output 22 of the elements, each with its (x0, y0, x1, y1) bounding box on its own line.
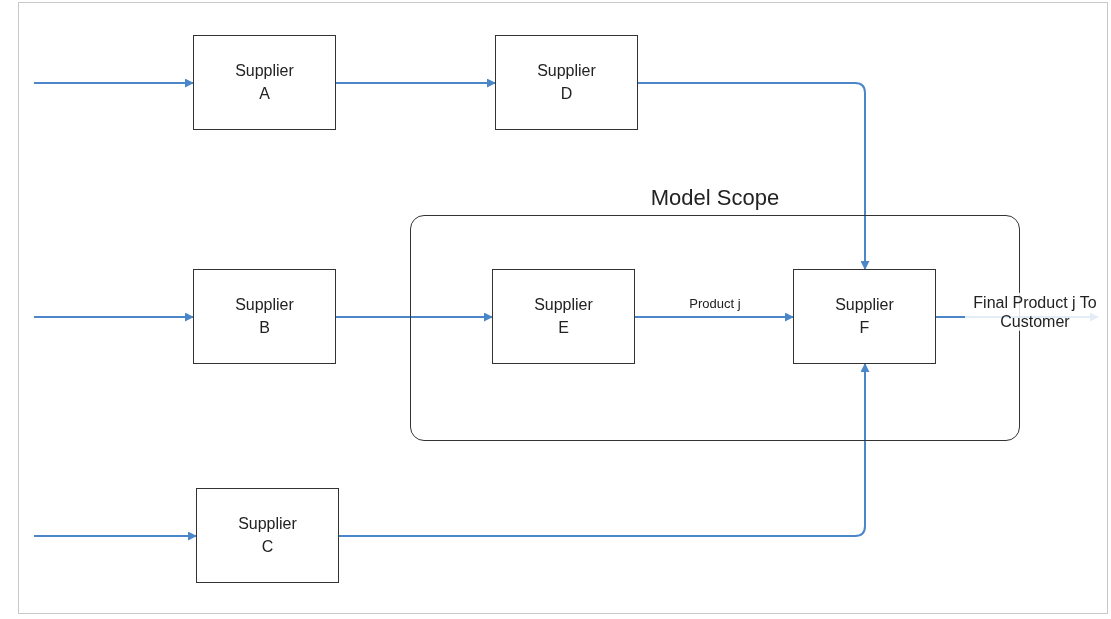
supplier-box (193, 35, 336, 130)
box-label: Supplier F (834, 295, 895, 338)
arrow (33, 531, 197, 541)
edge-label: Product j (688, 296, 742, 312)
supplier-box (793, 269, 936, 364)
supplier-box (492, 269, 635, 364)
arrow (33, 78, 194, 88)
arrow (335, 312, 493, 322)
box-label: Supplier A (234, 61, 295, 104)
arrow (637, 82, 870, 270)
group-heading: Model Scope (650, 185, 780, 211)
supplier-box (193, 269, 336, 364)
box-label: Supplier B (234, 295, 295, 338)
supplier-box (196, 488, 339, 583)
supplier-box (495, 35, 638, 130)
arrow (33, 312, 194, 322)
arrow (338, 363, 870, 537)
arrow (335, 78, 496, 88)
arrow (634, 312, 794, 322)
box-label: Supplier C (237, 514, 298, 557)
box-label: Supplier D (536, 61, 597, 104)
box-label: Supplier E (533, 295, 594, 338)
